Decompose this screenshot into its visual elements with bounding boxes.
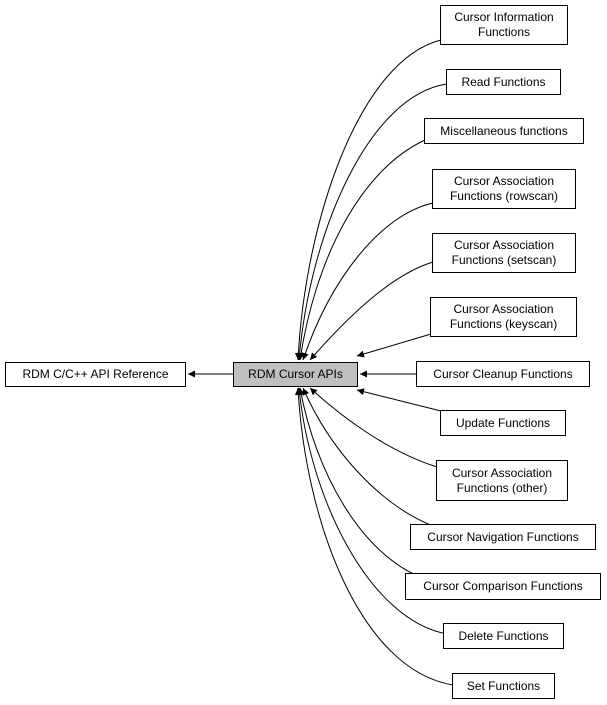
node-cursor-association-rowscan[interactable]: Cursor Association Functions (rowscan) [432,169,576,209]
edge-cursor-navigation-functions [302,387,434,527]
node-delete-functions[interactable]: Delete Functions [443,623,564,649]
edge-miscellaneous-functions [297,139,426,361]
edge-cursor-association-setscan [309,261,434,361]
node-set-functions[interactable]: Set Functions [452,673,555,699]
node-update-functions[interactable]: Update Functions [440,410,566,436]
node-cursor-navigation-functions[interactable]: Cursor Navigation Functions [410,524,596,550]
node-cursor-comparison-functions[interactable]: Cursor Comparison Functions [405,573,601,600]
node-rdm-c-cpp-api-reference[interactable]: RDM C/C++ API Reference [5,362,186,387]
edge-set-functions [294,387,454,686]
node-cursor-association-setscan[interactable]: Cursor Association Functions (setscan) [432,233,576,273]
edge-read-functions [296,83,448,361]
node-cursor-association-keyscan[interactable]: Cursor Association Functions (keyscan) [430,297,577,337]
edge-cursor-information-functions [294,39,442,361]
edge-cursor-association-keyscan [356,333,432,358]
edge-cursor-comparison-functions [297,387,426,580]
edge-update-functions [356,388,442,412]
edge-cursor-association-other [309,387,438,468]
node-read-functions[interactable]: Read Functions [446,69,561,95]
edge-cursor-association-rowscan [301,202,434,361]
node-cursor-association-other[interactable]: Cursor Association Functions (other) [436,460,568,501]
edge-delete-functions [296,387,448,635]
node-miscellaneous-functions[interactable]: Miscellaneous functions [424,118,584,144]
node-cursor-cleanup-functions[interactable]: Cursor Cleanup Functions [416,361,590,387]
node-cursor-information-functions[interactable]: Cursor Information Functions [440,5,568,45]
node-rdm-cursor-apis: RDM Cursor APIs [233,362,358,387]
